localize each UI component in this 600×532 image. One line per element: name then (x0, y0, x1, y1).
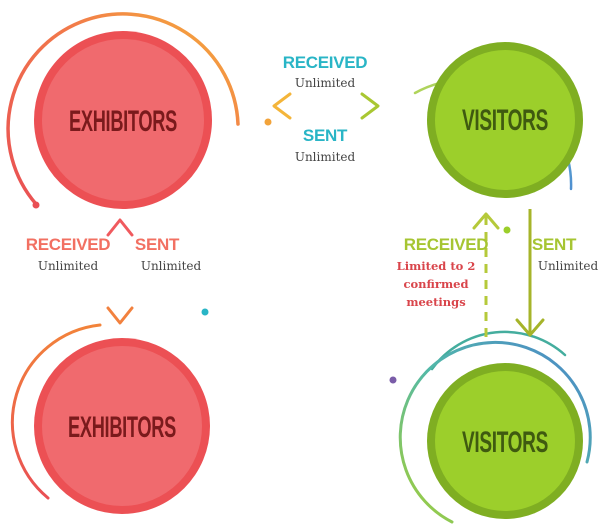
edge-left: RECEIVED Unlimited SENT Unlimited (26, 218, 209, 325)
edge-top-double-arrow (272, 92, 380, 120)
exhibitors-top-arc-dot (32, 201, 40, 209)
edge-top-received-label: RECEIVED (283, 53, 368, 72)
visitors-bottom-inner (435, 371, 575, 511)
exhibitors-top-inner (42, 39, 204, 201)
edge-right-dot-purple (389, 376, 397, 384)
edge-right-received-arrow (472, 212, 500, 340)
exhibitors-top-label: EXHIBITORS (69, 105, 177, 138)
visitors-bottom-inner-arc (430, 330, 567, 371)
node-visitors-bottom: VISITORS (398, 330, 592, 524)
edge-right-sent-arrow (515, 209, 545, 337)
visitors-bottom-label: VISITORS (462, 426, 548, 459)
edge-left-sent-value: Unlimited (141, 259, 202, 273)
node-visitors-top: VISITORS (413, 42, 583, 198)
exhibitors-bottom-label: EXHIBITORS (68, 411, 176, 444)
edge-top-received-value: Unlimited (295, 76, 356, 90)
edge-top-sent-value: Unlimited (295, 150, 356, 164)
visitors-top-label: VISITORS (462, 104, 548, 137)
edge-right-sent-label: SENT (532, 235, 577, 254)
edge-right-note-line-1: Limited to 2 (397, 259, 476, 273)
edge-left-received-value: Unlimited (38, 259, 99, 273)
edge-left-double-arrow (106, 218, 134, 325)
edge-left-sent-label: SENT (135, 235, 180, 254)
edge-top-dot (264, 118, 272, 126)
edge-right: RECEIVED Limited to 2 confirmed meetings… (389, 209, 599, 384)
exhibitors-bottom-outer-arc (10, 323, 102, 500)
edge-right-note-line-2: confirmed (404, 277, 469, 291)
edge-top-sent-label: SENT (303, 126, 348, 145)
edge-left-dot (201, 308, 209, 316)
edge-right-dot-green (503, 226, 511, 234)
node-exhibitors-top: EXHIBITORS (6, 12, 240, 209)
edge-left-received-label: RECEIVED (26, 235, 111, 254)
edge-right-sent-value: Unlimited (538, 259, 599, 273)
visitors-bottom-outer-arc (398, 340, 592, 524)
visitors-top-inner (435, 50, 575, 190)
edge-right-received-label: RECEIVED (404, 235, 489, 254)
edge-right-note-line-3: meetings (406, 295, 465, 309)
exhibitors-top-outer-arc (6, 12, 240, 206)
exhibitors-bottom-inner (42, 346, 202, 506)
edge-top: RECEIVED Unlimited SENT Unlimited (264, 53, 380, 164)
node-exhibitors-bottom: EXHIBITORS (10, 323, 210, 514)
